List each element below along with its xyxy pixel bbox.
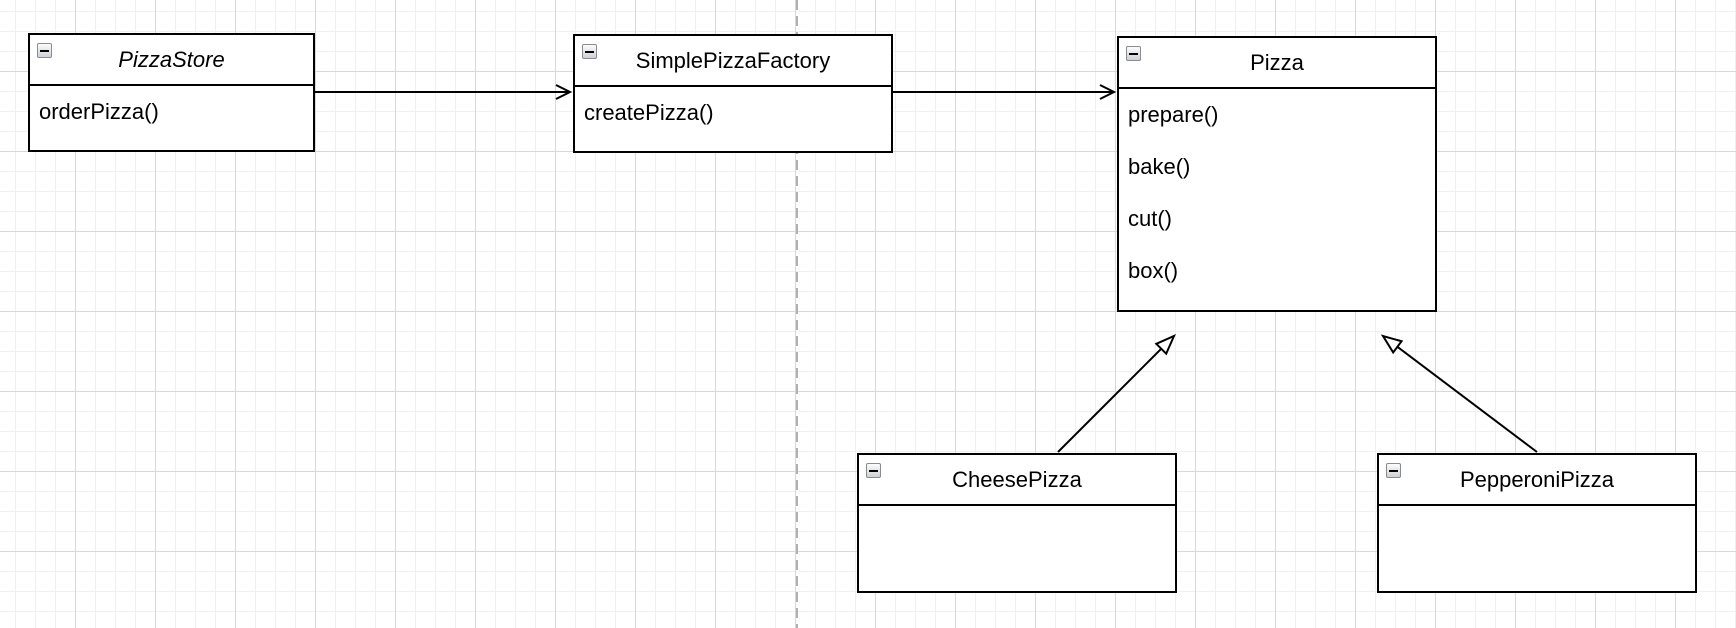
class-title: PepperoniPizza — [1459, 466, 1615, 492]
minus-icon — [1389, 469, 1398, 472]
class-title: CheesePizza — [952, 466, 1082, 492]
class-pizzastore-body: orderPizza() — [30, 86, 313, 138]
class-pizzastore-header: PizzaStore — [30, 35, 313, 86]
method-label: cut() — [1128, 206, 1172, 231]
method-label: createPizza() — [584, 100, 714, 125]
class-title: Pizza — [1250, 49, 1304, 75]
collapse-icon[interactable] — [866, 463, 881, 478]
collapse-icon[interactable] — [1126, 46, 1141, 61]
class-simplepizzafactory-body: createPizza() — [575, 87, 891, 139]
minus-icon — [1129, 52, 1138, 55]
minus-icon — [869, 469, 878, 472]
class-pizzastore[interactable]: PizzaStore orderPizza() — [28, 33, 315, 152]
class-title: PizzaStore — [118, 46, 225, 72]
collapse-icon[interactable] — [1386, 463, 1401, 478]
class-cheesepizza[interactable]: CheesePizza — [857, 453, 1177, 593]
generalization-arrow-pepperonipizza-to-pizza[interactable] — [1380, 334, 1538, 453]
method-label: box() — [1128, 258, 1179, 283]
class-pizza-body: prepare() bake() cut() box() — [1119, 89, 1435, 297]
class-simplepizzafactory[interactable]: SimplePizzaFactory createPizza() — [573, 34, 893, 153]
method-label: orderPizza() — [39, 99, 159, 124]
collapse-icon[interactable] — [582, 44, 597, 59]
class-cheesepizza-header: CheesePizza — [859, 455, 1175, 506]
class-pizza-header: Pizza — [1119, 38, 1435, 89]
minus-icon — [585, 50, 594, 53]
method-label: prepare() — [1128, 102, 1219, 127]
minus-icon — [40, 49, 49, 52]
collapse-icon[interactable] — [37, 43, 52, 58]
class-pepperonipizza-header: PepperoniPizza — [1379, 455, 1695, 506]
method-label: bake() — [1128, 154, 1191, 179]
class-title: SimplePizzaFactory — [635, 47, 831, 73]
class-simplepizzafactory-header: SimplePizzaFactory — [575, 36, 891, 87]
class-pizza[interactable]: Pizza prepare() bake() cut() box() — [1117, 36, 1437, 312]
generalization-arrow-cheesepizza-to-pizza[interactable] — [1057, 334, 1176, 453]
class-pepperonipizza[interactable]: PepperoniPizza — [1377, 453, 1697, 593]
